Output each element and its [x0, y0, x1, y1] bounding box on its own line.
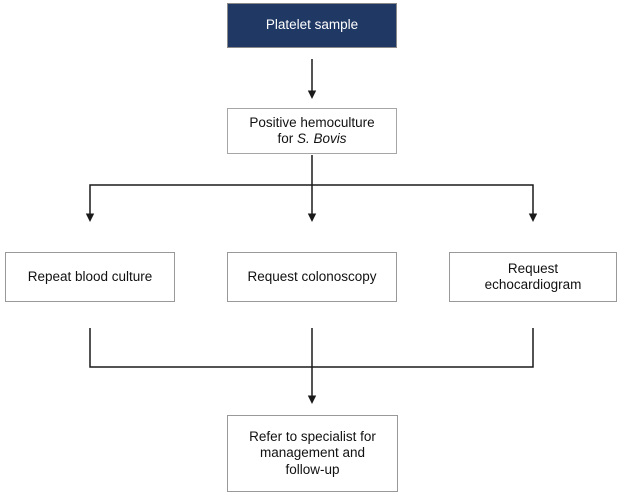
node-repeat-blood-culture-label: Repeat blood culture: [27, 268, 153, 284]
node-positive-hemoculture: Positive hemoculture for S. Bovis: [227, 108, 397, 154]
node-request-echocardiogram-label: Request echocardiogram: [484, 260, 582, 292]
node-refer-specialist: Refer to specialist for management and f…: [227, 415, 398, 492]
node-request-colonoscopy-label: Request colonoscopy: [247, 268, 377, 284]
node-positive-hemoculture-line1: Positive hemoculture: [249, 114, 375, 130]
node-positive-hemoculture-species: S. Bovis: [297, 131, 347, 146]
branch-connector-hemoculture: [85, 155, 538, 222]
arrow-platelet-to-hemoculture: [307, 59, 317, 99]
node-request-echocardiogram: Request echocardiogram: [449, 252, 617, 302]
merge-connector-to-refer: [89, 328, 534, 404]
node-platelet-sample: Platelet sample: [227, 3, 397, 48]
node-request-colonoscopy: Request colonoscopy: [227, 252, 397, 302]
node-refer-specialist-label: Refer to specialist for management and f…: [249, 428, 376, 477]
node-positive-hemoculture-line2-prefix: for: [277, 131, 294, 146]
node-platelet-sample-label: Platelet sample: [265, 17, 359, 33]
node-repeat-blood-culture: Repeat blood culture: [5, 252, 175, 302]
